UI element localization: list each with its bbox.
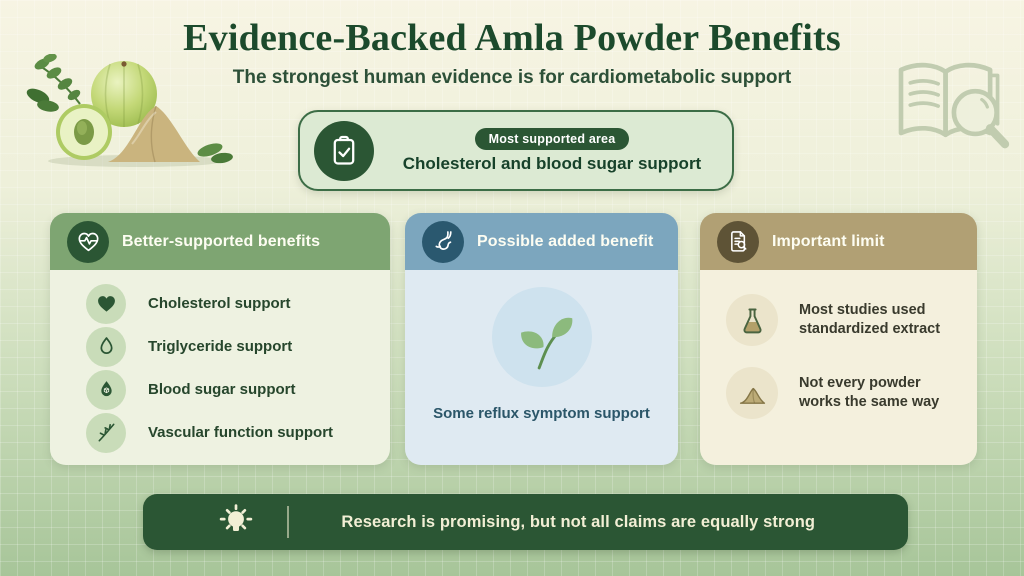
lightbulb-icon — [217, 503, 255, 541]
leaf-sprig-icon — [26, 53, 81, 112]
flask-icon — [726, 294, 778, 346]
heart-pulse-icon — [67, 220, 109, 263]
droplet-icon — [86, 326, 126, 367]
benefit-item: Vascular function support — [86, 411, 390, 454]
column-possible-benefit-header: Possible added benefit — [405, 213, 678, 270]
amla-illustration — [26, 53, 233, 167]
amla-fruit-half — [56, 104, 112, 160]
benefit-label: Triglyceride support — [148, 338, 293, 355]
footer-note-bar: Research is promising, but not all claim… — [143, 494, 908, 550]
benefit-item: Cholesterol support — [86, 282, 390, 325]
footer-message: Research is promising, but not all claim… — [341, 512, 816, 531]
column-possible-benefit-body: Some reflux symptom support — [405, 270, 678, 465]
highlight-title: Cholesterol and blood sugar support — [402, 153, 702, 173]
divider — [287, 506, 289, 538]
column-important-limit-header: Important limit — [700, 213, 977, 270]
vascular-branch-icon — [86, 412, 126, 453]
heart-icon — [86, 283, 126, 324]
clipboard-check-icon — [314, 120, 374, 181]
highlight-card: Most supported area Cholesterol and bloo… — [298, 110, 734, 191]
limit-item: Not every powder works the same way — [726, 367, 977, 419]
page-subtitle: The strongest human evidence is for card… — [232, 66, 792, 88]
sprout-icon — [491, 287, 592, 387]
column-header-label: Possible added benefit — [477, 232, 654, 250]
possible-benefit-caption: Some reflux symptom support — [433, 405, 650, 422]
book-magnifier-icon — [888, 55, 1018, 160]
benefit-item: Triglyceride support — [86, 325, 390, 368]
powder-pile-icon — [726, 367, 778, 419]
stomach-icon — [422, 220, 464, 263]
sugar-drop-icon — [86, 369, 126, 410]
header: Evidence-Backed Amla Powder Benefits The… — [0, 17, 1024, 89]
column-header-label: Important limit — [772, 232, 885, 250]
limit-item: Most studies used standardized extract — [726, 294, 977, 346]
amla-fruit-powder-image — [14, 53, 242, 168]
limit-label: Not every powder works the same way — [799, 375, 940, 410]
most-supported-badge: Most supported area — [474, 127, 630, 150]
column-possible-benefit: Possible added benefit Some reflux sympt… — [405, 213, 678, 465]
leaf-accent — [211, 152, 233, 164]
benefit-item: Blood sugar support — [86, 368, 390, 411]
benefit-label: Blood sugar support — [148, 381, 296, 398]
column-important-limit: Important limit Most studies used standa… — [700, 213, 977, 465]
document-search-icon — [717, 220, 759, 263]
benefit-label: Vascular function support — [148, 424, 334, 441]
limit-label: Most studies used standardized extract — [799, 302, 941, 337]
benefit-label: Cholesterol support — [148, 295, 291, 312]
amla-fruit-whole — [91, 61, 157, 127]
column-important-limit-body: Most studies used standardized extract N… — [700, 270, 977, 465]
column-better-supported-body: Cholesterol support Triglyceride support — [50, 270, 390, 465]
amla-powder-pile — [108, 105, 200, 163]
highlight-content: Most supported area Cholesterol and bloo… — [388, 127, 716, 174]
column-header-label: Better-supported benefits — [122, 232, 321, 250]
leaf-accent — [197, 143, 223, 157]
page-title: Evidence-Backed Amla Powder Benefits — [183, 17, 841, 59]
column-better-supported-header: Better-supported benefits — [50, 213, 390, 270]
column-better-supported: Better-supported benefits Cholesterol su… — [50, 213, 390, 465]
